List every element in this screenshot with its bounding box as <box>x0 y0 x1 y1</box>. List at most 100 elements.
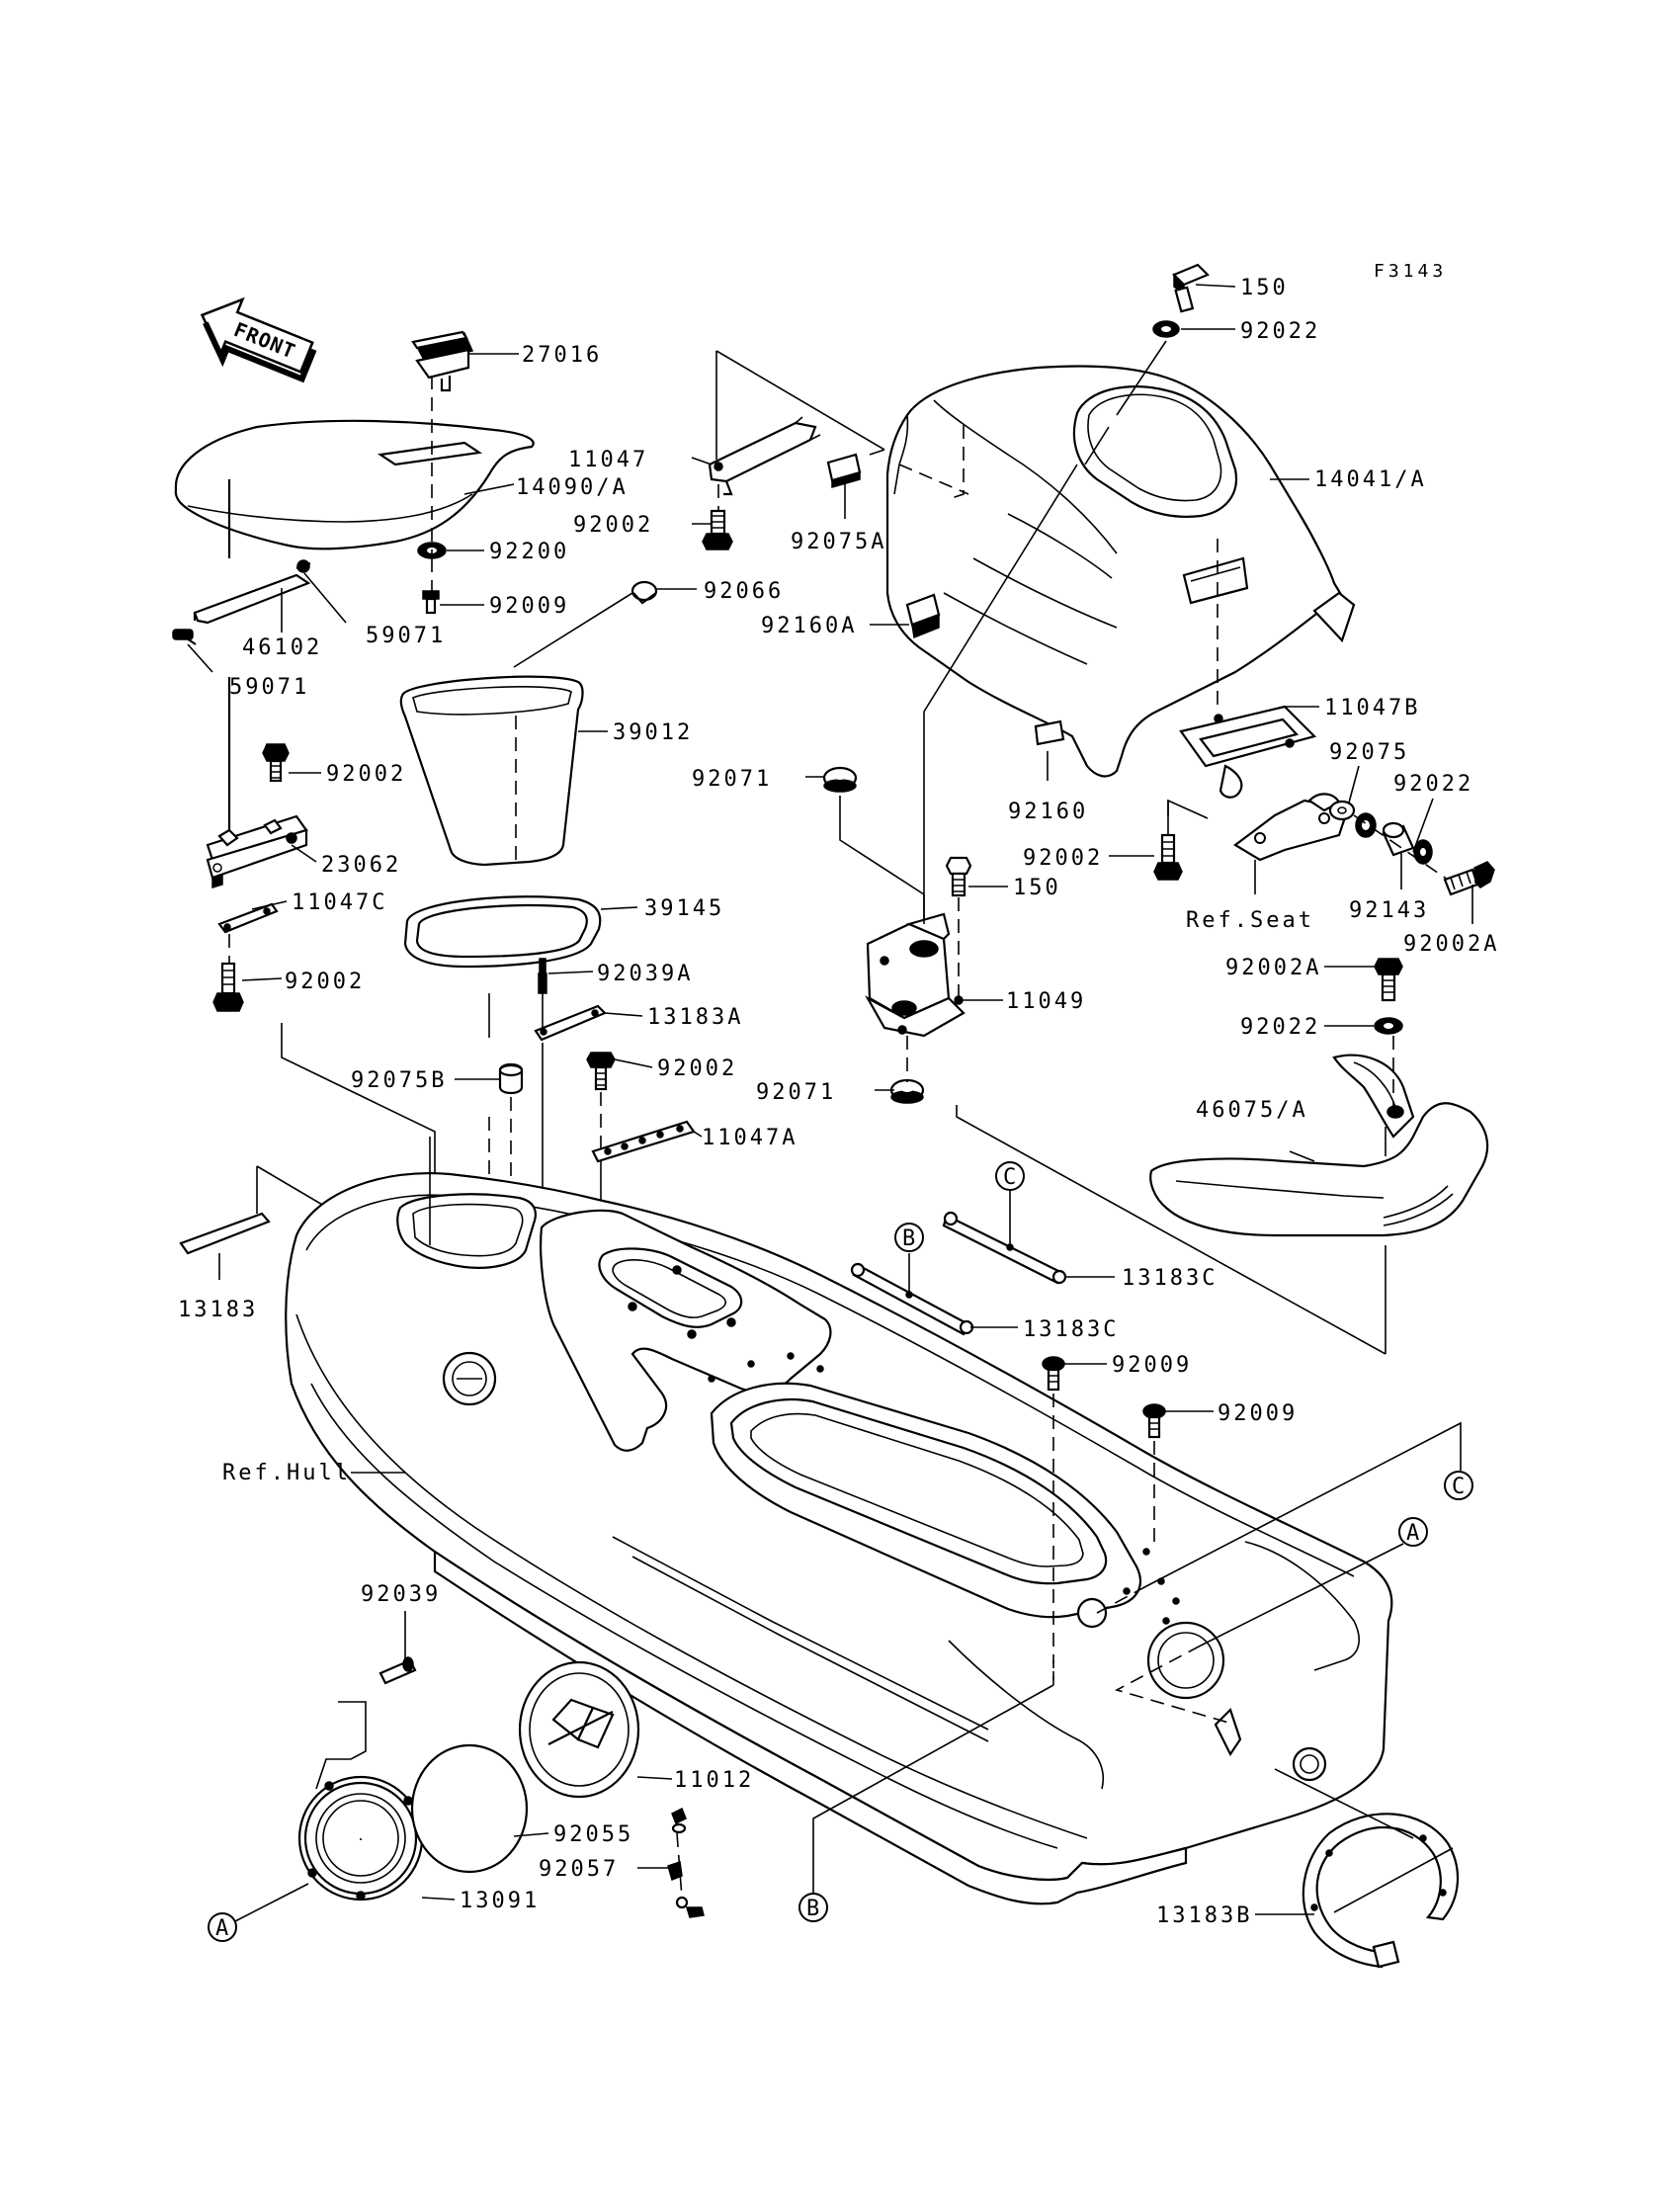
strip-13183C-a <box>942 1211 1067 1285</box>
label-92200: 92200 <box>489 540 569 564</box>
strip-13183 <box>179 1212 271 1255</box>
bolt-92002-b <box>262 743 290 783</box>
washer-92022-a <box>1152 320 1180 338</box>
bolt-150-a <box>1172 263 1210 313</box>
bolt-92002-d <box>586 1052 616 1091</box>
svg-text:A: A <box>215 1916 228 1941</box>
figure-id: F3143 <box>1374 261 1447 282</box>
label-11049: 11049 <box>1006 989 1086 1014</box>
label-13183C-a: 13183C <box>1122 1266 1218 1291</box>
label-92009-b: 92009 <box>1112 1353 1192 1378</box>
label-92071-a: 92071 <box>692 767 772 792</box>
bracket-11047B <box>1179 705 1317 799</box>
label-92160: 92160 <box>1008 800 1088 824</box>
label-92066: 92066 <box>704 579 784 604</box>
label-92075A: 92075A <box>791 530 886 554</box>
bolt-92009-c <box>1142 1403 1166 1439</box>
label-92002A-a: 92002A <box>1403 932 1499 957</box>
lid-92055 <box>410 1743 529 1874</box>
label-92009-c: 92009 <box>1218 1401 1298 1426</box>
label-39145: 39145 <box>644 896 724 921</box>
bracket-11047 <box>708 416 821 496</box>
label-92002-a: 92002 <box>573 513 653 538</box>
label-46102: 46102 <box>242 635 322 660</box>
label-92057: 92057 <box>539 1857 619 1882</box>
ref-circle-c-top: C <box>995 1161 1025 1191</box>
label-92022-b: 92022 <box>1393 772 1473 797</box>
bolt-92002A-a <box>1443 861 1495 896</box>
plug-92075B <box>498 1062 524 1095</box>
label-92075: 92075 <box>1329 740 1409 765</box>
storage-bin-39012 <box>399 675 584 867</box>
bolt-92002-c <box>212 962 244 1012</box>
label-13183A: 13183A <box>647 1005 743 1030</box>
clip-27016 <box>411 330 474 392</box>
svg-text:A: A <box>1406 1521 1419 1546</box>
grommet-92071-b <box>889 1078 925 1104</box>
label-27016: 27016 <box>522 343 602 368</box>
cord-92057 <box>667 1807 705 1918</box>
label-92009-a: 92009 <box>489 594 569 619</box>
svg-text:B: B <box>806 1897 819 1921</box>
ref-circle-a-bottom: A <box>208 1912 237 1942</box>
label-150-a: 150 <box>1240 276 1289 300</box>
label-92055: 92055 <box>553 1822 633 1847</box>
collar-92143 <box>1382 821 1415 857</box>
damper-92075 <box>1328 800 1356 821</box>
label-11047B: 11047B <box>1324 696 1420 720</box>
label-150-b: 150 <box>1013 876 1061 900</box>
label-13183C-b: 13183C <box>1023 1317 1119 1342</box>
strip-13183C-b <box>850 1262 974 1336</box>
label-92022-a: 92022 <box>1240 319 1320 344</box>
front-arrow-icon: FRONT <box>200 296 317 383</box>
label-11047C: 11047C <box>292 890 387 915</box>
label-11047: 11047 <box>568 448 648 472</box>
ref-circle-c-right: C <box>1444 1471 1473 1500</box>
label-92022-c: 92022 <box>1240 1015 1320 1040</box>
pad-92160 <box>1034 719 1065 746</box>
bolt-92002-e <box>1153 833 1183 881</box>
seat-bracket <box>1233 793 1346 862</box>
bolt-92002A-b <box>1374 958 1403 1002</box>
label-59071-a: 59071 <box>366 624 446 648</box>
label-92002-d: 92002 <box>657 1056 737 1081</box>
label-92002-c: 92002 <box>285 970 365 994</box>
grab-handle-46075 <box>1149 1054 1489 1237</box>
label-92002-e: 92002 <box>1023 846 1103 871</box>
part-labels: 27016 14090/A 92200 92009 46102 59071 59… <box>178 276 1499 1928</box>
pad-92075A <box>826 453 862 488</box>
bolt-92002-a <box>702 509 733 550</box>
label-92075B: 92075B <box>351 1068 447 1093</box>
label-92002A-b: 92002A <box>1225 956 1321 980</box>
label-39012: 39012 <box>613 720 693 745</box>
bracket-11047A <box>591 1120 696 1163</box>
label-11012: 11012 <box>674 1768 754 1793</box>
svg-text:C: C <box>1003 1165 1016 1190</box>
svg-text:C: C <box>1452 1475 1465 1499</box>
label-92002-b: 92002 <box>326 762 406 787</box>
label-14041A: 14041/A <box>1314 467 1427 492</box>
label-14090A: 14090/A <box>516 475 629 500</box>
ref-circle-a-right: A <box>1398 1517 1428 1547</box>
strip-13183A <box>534 1004 607 1042</box>
ref-circle-b-bottom: B <box>798 1893 828 1922</box>
spring-59071-b <box>172 629 197 645</box>
label-ref-hull: Ref.Hull <box>222 1461 351 1485</box>
seat-cover <box>174 419 535 550</box>
gasket-39145 <box>403 895 602 969</box>
label-ref-seat: Ref.Seat <box>1186 908 1314 933</box>
hinge-23062 <box>206 814 308 889</box>
label-92143: 92143 <box>1349 898 1429 923</box>
cover-11012 <box>518 1660 640 1799</box>
washer-92022-c <box>1413 839 1433 865</box>
label-13091: 13091 <box>460 1889 540 1913</box>
bracket-11047C <box>217 902 279 934</box>
label-46075A: 46075/A <box>1196 1098 1308 1123</box>
hull <box>285 1172 1393 1905</box>
latch-46102 <box>193 573 311 625</box>
grommet-92071-a <box>822 766 858 793</box>
label-92039: 92039 <box>361 1582 441 1607</box>
label-92160A: 92160A <box>761 614 857 638</box>
leader-lines <box>187 284 1473 1915</box>
